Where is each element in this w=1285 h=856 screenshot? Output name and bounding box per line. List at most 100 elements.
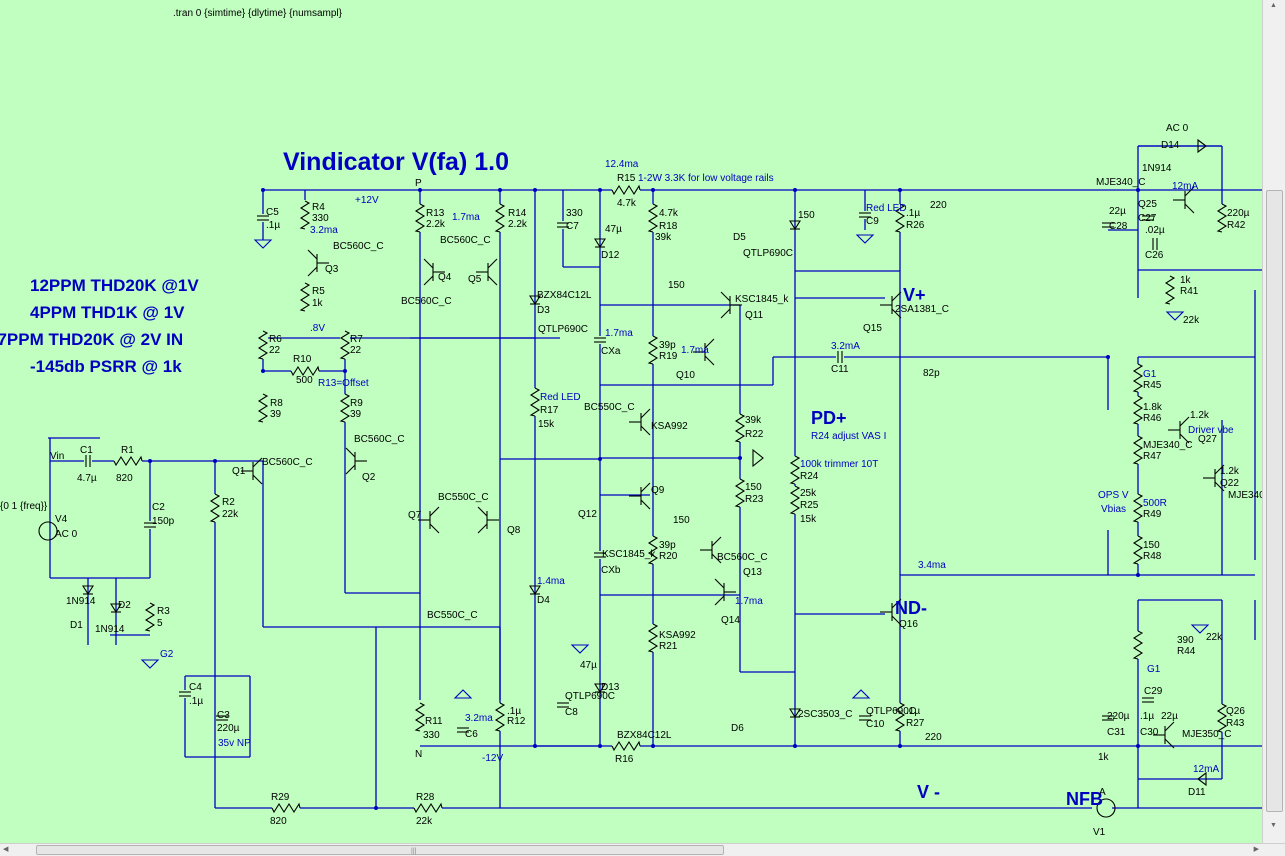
component-label: 39k [745,415,762,426]
sim-directive: .tran 0 {simtime} {dlytime} {numsampl} [173,8,343,19]
resistor [257,393,269,423]
spec-note: 12PPM THD20K @1V [30,276,199,295]
diode [82,585,94,596]
component-label: R46 [1143,413,1162,424]
cap-mask [1142,696,1154,704]
junction [898,188,902,192]
junction [651,188,655,192]
component-label: Q3 [325,264,339,275]
cap-mask [84,455,92,467]
resistor [494,203,506,233]
resistor [1132,435,1144,465]
component-label: C31 [1107,727,1126,738]
component-label: {0 1 {freq}} [0,501,48,512]
transistor-collector [714,578,725,589]
resistor [611,184,641,196]
resistor [1216,703,1228,733]
component-label: QTLP690C [743,248,793,259]
annotation-label: 35v NP [218,738,251,749]
transistor-emitter [711,553,722,564]
component-label: Q16 [899,619,918,630]
resistor [209,493,221,523]
component-label: R13 [426,208,445,219]
component-label: MJE350_C [1182,729,1231,740]
component-label: P [415,178,422,189]
component-label: R12 [507,716,526,727]
component-label: R28 [416,792,435,803]
horizontal-scroll-thumb[interactable]: ||| [36,845,724,855]
transistor-emitter [477,523,488,534]
ground-icon [1165,311,1185,321]
output-arrow-icon [752,448,764,468]
resistor [299,200,311,230]
component-label: BC550C_C [438,492,489,503]
component-label: R42 [1227,220,1246,231]
component-label: R17 [540,405,559,416]
junction [374,806,378,810]
resistor [1132,395,1144,425]
net-label: V - [917,782,940,802]
annotation-label: Vbias [1101,504,1126,515]
grip-icon: ||| [411,848,417,855]
ground-icon [453,689,473,699]
cap-mask [457,726,469,734]
annotation-label: G1 [1143,369,1157,380]
transistor-emitter [487,275,498,286]
component-label: Q12 [578,509,597,520]
component-label: BC550C_C [427,610,478,621]
component-label: C29 [1144,686,1163,697]
horizontal-scrollbar[interactable]: ◀ ||| ▶ [0,843,1285,856]
component-label: C5 [266,207,279,218]
annotation-label: G2 [160,649,174,660]
component-label: BZX84C12L [617,730,672,741]
component-label: 820 [116,473,133,484]
scroll-down-icon[interactable]: ▼ [1270,822,1277,829]
component-label: 500 [296,375,313,386]
junction [598,188,602,192]
component-label: R18 [659,221,678,232]
resistor [734,413,746,443]
component-label: 1N914 [1142,163,1172,174]
resistor [414,702,426,732]
component-label: Q2 [362,472,376,483]
component-label: R49 [1143,509,1162,520]
annotation-label: 1.7ma [605,328,633,339]
transistor-collector [704,338,715,349]
schematic-canvas[interactable]: .tran 0 {simtime} {dlytime} {numsampl} V… [0,0,1262,843]
component-label: KSC1845_k [735,294,789,305]
annotation-label: 100k trimmer 10T [800,459,878,470]
component-label: V1 [1093,827,1106,838]
component-label: R45 [1143,380,1162,391]
component-label: C27 [1138,213,1157,224]
component-label: R5 [312,286,325,297]
cap-mask [179,690,191,698]
component-label: BC560C_C [401,296,452,307]
component-label: 1k [1098,752,1110,763]
component-label: C7 [566,221,579,232]
vertical-scroll-thumb[interactable] [1266,190,1283,812]
component-label: 22 [350,345,362,356]
transistor-emitter [429,523,440,534]
ground-icon [570,644,590,654]
annotation-label: 12mA [1172,181,1198,192]
annotation-label: 500R [1143,498,1167,509]
ground-icon [855,234,875,244]
scroll-right-icon[interactable]: ▶ [1253,846,1259,853]
component-label: KSA992 [651,421,688,432]
component-label: 4.7µ [77,473,97,484]
component-label: R9 [350,398,363,409]
cap-mask [836,351,844,363]
component-label: 22k [1206,632,1223,643]
scroll-left-icon[interactable]: ◀ [3,846,9,853]
component-label: C6 [465,729,478,740]
component-label: 4.7k [659,208,679,219]
annotation-label: R13=Offset [318,378,369,389]
vertical-scrollbar[interactable]: ▲ ▼ [1262,0,1285,843]
component-label: Q25 [1138,199,1157,210]
transistor-emitter [720,308,731,319]
scroll-up-icon[interactable]: ▲ [1270,2,1277,9]
junction [213,459,217,463]
component-label: 330 [423,730,440,741]
ground-icon [140,659,160,669]
net-label: ND- [895,598,927,618]
